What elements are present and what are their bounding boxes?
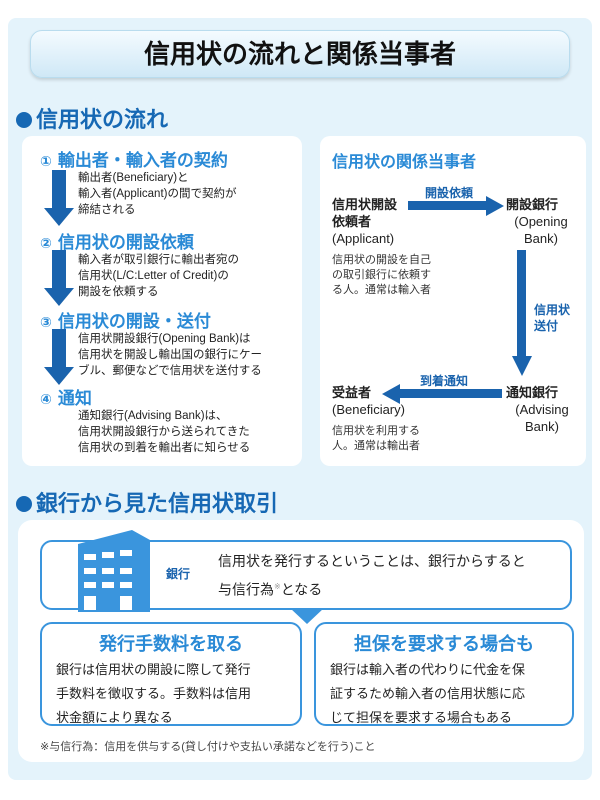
party-applicant: 信用状開設 依頼者 (Applicant) 信用状の開設を自己の取引銀行に依頼す… [332, 196, 431, 298]
box-line: じて担保を要求する場合もある [330, 710, 513, 725]
desc-line: 信用状を開設し輸出国の銀行にケー [78, 349, 262, 361]
desc-line: 信用状開設銀行(Opening Bank)は [78, 333, 251, 345]
step-title-text: 通知 [57, 389, 92, 408]
desc-line: 輸入者が取引銀行に輸出者宛の [78, 254, 239, 266]
step-4-desc: 通知銀行(Advising Bank)は、信用状開設銀行から送られてきた信用状の… [78, 408, 250, 456]
section-heading-bank: 銀行から見た信用状取引 [16, 486, 278, 518]
arrow-left-icon [382, 384, 502, 404]
box-line: 銀行は信用状の開設に際して発行 [56, 662, 251, 677]
arrow-label-line: 信用状 [534, 303, 571, 317]
party-en: (Beneficiary) [332, 402, 405, 417]
arrow-label-line: 送付 [534, 319, 559, 333]
party-beneficiary: 受益者 (Beneficiary) 信用状を利用する人。通常は輸出者 [332, 384, 420, 454]
desc-line: 信用状を利用する [332, 425, 420, 437]
party-name: 開設銀行 [506, 197, 559, 212]
arrow-down-icon [44, 250, 74, 306]
arrow-label-request: 開設依頼 [425, 186, 474, 200]
box-line: 銀行は輸入者の代わりに代金を保 [330, 662, 526, 677]
parties-heading: 信用状の関係当事者 [332, 154, 477, 171]
bank-statement-line: となる [280, 581, 323, 598]
section-heading-text: 信用状の流れ [36, 107, 169, 132]
party-en: Bank) [525, 419, 559, 434]
party-en: (Applicant) [332, 231, 395, 246]
bank-statement-term: 与信行為 [218, 581, 274, 598]
step-title-text: 信用状の開設・送付 [57, 312, 211, 331]
collateral-box: 担保を要求する場合も 銀行は輸入者の代わりに代金を保証するため輸入者の信用状態に… [314, 622, 574, 726]
arrow-label-notify: 到着通知 [420, 374, 469, 388]
bank-statement-line: 信用状を発行するということは、銀行からすると [218, 553, 526, 569]
desc-line: 信用状(L/C:Letter of Credit)の [78, 270, 229, 282]
desc-line: ブル、郵便などで信用状を送付する [78, 365, 262, 377]
desc-line: 輸出者(Beneficiary)と [78, 172, 189, 184]
step-number: ② [40, 235, 52, 251]
step-3-desc: 信用状開設銀行(Opening Bank)は信用状を開設し輸出国の銀行にケーブル… [78, 331, 262, 379]
party-opening-bank: 開設銀行 (Opening Bank) [506, 196, 576, 247]
step-4-title: ④ 通知 [40, 384, 92, 409]
step-title-text: 輸出者・輸入者の契約 [57, 151, 228, 170]
party-en: Bank) [524, 231, 558, 246]
footnote: ※与信行為：信用を供与する(貸し付けや支払い承諾などを行う)こと [40, 741, 376, 753]
party-en: (Opening [514, 214, 568, 229]
desc-line: 輸入者(Applicant)の間で契約が [78, 188, 237, 200]
box-line: 手数料を徴収する。手数料は信用 [56, 686, 252, 701]
step-number: ③ [40, 314, 52, 330]
step-number: ① [40, 153, 52, 169]
arrow-label-send: 信用状送付 [534, 302, 570, 334]
page-title: 信用状の流れと関係当事者 [30, 30, 570, 78]
fee-box: 発行手数料を取る 銀行は信用状の開設に際して発行手数料を徴収する。手数料は信用状… [40, 622, 302, 726]
bullet-icon [16, 112, 32, 128]
desc-line: 信用状の開設を自己 [332, 254, 431, 266]
bank-label: 銀行 [166, 567, 191, 581]
box-line: 証するため輸入者の信用状態に応 [330, 686, 526, 701]
step-title-text: 信用状の開設依頼 [57, 233, 194, 252]
party-name: 依頼者 [332, 214, 372, 229]
step-1-title: ① 輸出者・輸入者の契約 [40, 146, 228, 171]
bank-building-icon [78, 530, 150, 612]
desc-line: 信用状開設銀行から送られてきた [78, 426, 250, 438]
parties-panel [320, 136, 586, 466]
desc-line: 開設を依頼する [78, 286, 159, 298]
desc-line: 締結される [78, 204, 136, 216]
collateral-box-title: 担保を要求する場合も [354, 634, 534, 654]
bank-statement: 信用状を発行するということは、銀行からすると 与信行為※となる [218, 548, 526, 603]
desc-line: 信用状の到着を輸出者に知らせる [78, 442, 251, 454]
bullet-icon [16, 496, 32, 512]
step-3-title: ③ 信用状の開設・送付 [40, 307, 211, 332]
party-en: (Advising [515, 402, 569, 417]
box-line: 状金額により異なる [56, 710, 173, 725]
section-heading-text: 銀行から見た信用状取引 [36, 491, 279, 516]
step-number: ④ [40, 391, 52, 407]
desc-line: 通知銀行(Advising Bank)は、 [78, 410, 228, 422]
desc-line: 人。通常は輸出者 [332, 440, 420, 452]
step-2-title: ② 信用状の開設依頼 [40, 228, 194, 253]
desc-line: る人。通常は輸入者 [332, 284, 431, 296]
party-advising-bank: 通知銀行 (Advising Bank) [506, 384, 578, 435]
fee-box-title: 発行手数料を取る [99, 634, 243, 654]
step-1-desc: 輸出者(Beneficiary)と輸入者(Applicant)の間で契約が締結さ… [78, 170, 236, 218]
pointer-triangle-icon [290, 608, 324, 624]
arrow-right-icon [408, 196, 504, 216]
party-name: 通知銀行 [506, 385, 559, 400]
desc-line: の取引銀行に依頼す [332, 269, 431, 281]
footnote-mark: ※ [274, 582, 281, 591]
arrow-down-icon [512, 250, 532, 376]
party-name: 受益者 [332, 385, 372, 400]
arrow-down-icon [44, 170, 74, 226]
section-heading-flow: 信用状の流れ [16, 102, 168, 134]
arrow-down-icon [44, 329, 74, 385]
party-name: 信用状開設 [332, 197, 398, 212]
step-2-desc: 輸入者が取引銀行に輸出者宛の信用状(L/C:Letter of Credit)の… [78, 252, 239, 300]
